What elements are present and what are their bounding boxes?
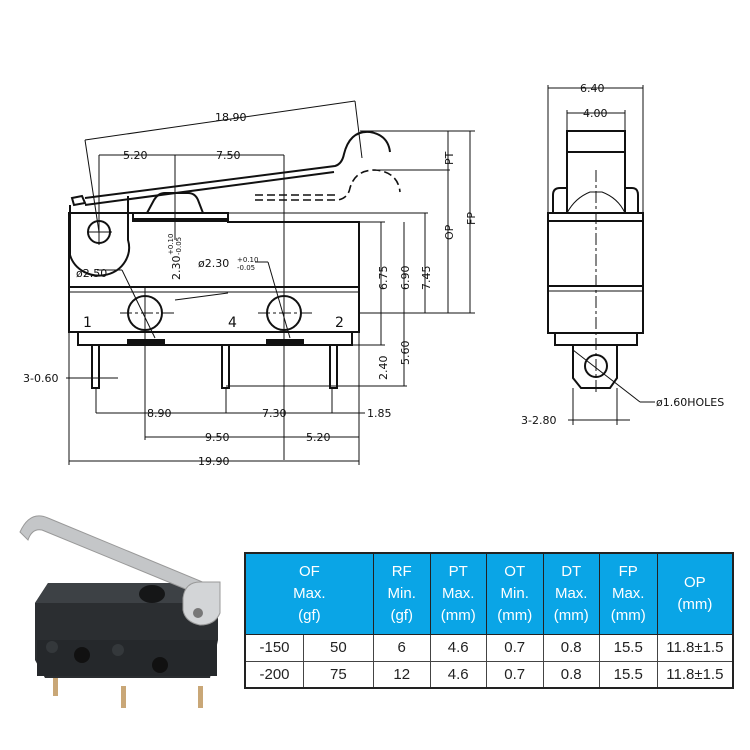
dim-hole-small: ø2.50 bbox=[76, 267, 107, 280]
cell-ot: 0.7 bbox=[485, 633, 544, 662]
dim-total-length: 19.90 bbox=[198, 455, 230, 468]
terminal-1: 1 bbox=[83, 315, 92, 331]
dim-h1: 6.75 bbox=[377, 266, 390, 291]
cell-ot: 0.7 bbox=[485, 660, 544, 689]
dim-terminal-width: 3-2.80 bbox=[521, 414, 556, 427]
dim-pin-h1: 2.40 bbox=[377, 356, 390, 381]
side-body bbox=[547, 212, 644, 334]
cell-of-model: -200 bbox=[244, 660, 304, 689]
dim-pin-width: 3-0.60 bbox=[23, 372, 58, 385]
cell-rf: 6 bbox=[372, 633, 431, 662]
dim-lever-length: 18.90 bbox=[215, 111, 247, 124]
product-photo bbox=[19, 515, 221, 708]
table-row: -150 50 6 4.6 0.7 0.8 15.5 11.8±1.5 bbox=[244, 633, 734, 662]
dim-width-outer: 6.40 bbox=[580, 82, 605, 95]
dim-plunger-to-hole: 7.50 bbox=[216, 149, 241, 162]
cell-fp: 15.5 bbox=[598, 633, 658, 662]
cell-dt: 0.8 bbox=[542, 660, 600, 689]
side-view: 6.40 4.00 ø1.60HOLES 3-2.80 bbox=[521, 82, 724, 427]
table-row: -200 75 12 4.6 0.7 0.8 15.5 11.8±1.5 bbox=[244, 660, 734, 689]
label-pt: PT bbox=[443, 151, 456, 165]
dim-h3: 7.45 bbox=[420, 266, 433, 291]
cell-op: 11.8±1.5 bbox=[656, 633, 734, 662]
lever-tab bbox=[70, 194, 87, 207]
dim-pin-span2: 7.30 bbox=[262, 407, 287, 420]
hole-tol-plus: +0.10 bbox=[237, 256, 258, 264]
dim-hole-height: 2.30 bbox=[170, 256, 183, 281]
front-view: 18.90 5.20 7.50 ø2.50 ø2.30 +0.10 -0.05 … bbox=[23, 100, 478, 468]
cell-of-model: -150 bbox=[244, 633, 304, 662]
dim-hole-end: 5.20 bbox=[306, 431, 331, 444]
cell-op: 11.8±1.5 bbox=[656, 660, 734, 689]
hole-height-tol-plus: +0.10 bbox=[167, 234, 175, 255]
cell-pt: 4.6 bbox=[429, 660, 487, 689]
terminal-pins bbox=[91, 344, 338, 389]
terminal-2: 2 bbox=[335, 315, 344, 331]
dimension-lines bbox=[66, 100, 475, 465]
cell-rf: 12 bbox=[372, 660, 431, 689]
cell-dt: 0.8 bbox=[542, 633, 600, 662]
cell-of: 50 bbox=[303, 633, 374, 662]
dim-width-inner: 4.00 bbox=[583, 107, 608, 120]
lever-arm bbox=[84, 130, 391, 199]
lever-roller-housing bbox=[69, 196, 131, 277]
dim-pin-span1: 8.90 bbox=[147, 407, 172, 420]
header-op: OP(mm) bbox=[656, 552, 734, 635]
terminal-4: 4 bbox=[228, 315, 237, 331]
cell-of: 75 bbox=[303, 660, 374, 689]
hole-note: ø1.60HOLES bbox=[656, 396, 724, 409]
dim-h2: 6.90 bbox=[399, 266, 412, 291]
lever-released-position bbox=[255, 169, 401, 201]
dim-hole-dia: ø2.30 bbox=[198, 257, 229, 270]
dim-pin-h2: 5.60 bbox=[399, 341, 412, 366]
label-op: OP bbox=[443, 224, 456, 240]
cell-fp: 15.5 bbox=[598, 660, 658, 689]
dim-pin-end: 1.85 bbox=[367, 407, 392, 420]
cell-pt: 4.6 bbox=[429, 633, 487, 662]
dim-hole-span: 9.50 bbox=[205, 431, 230, 444]
label-fp: FP bbox=[465, 212, 478, 225]
dim-pivot-to-plunger: 5.20 bbox=[123, 149, 148, 162]
hole-height-tol-minus: -0.05 bbox=[175, 237, 183, 255]
hole-tol-minus: -0.05 bbox=[237, 264, 255, 272]
